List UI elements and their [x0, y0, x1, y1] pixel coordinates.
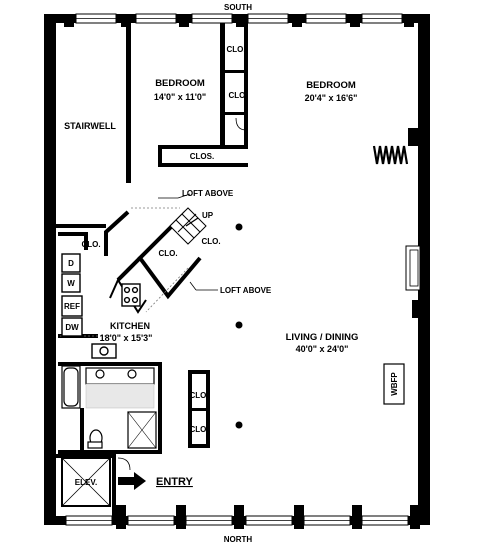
door-swings [117, 117, 247, 471]
appliances [61, 253, 141, 359]
bathroom-fixtures [61, 365, 157, 449]
stair [169, 207, 207, 245]
closet-living-2-label: CLO. [189, 425, 208, 434]
leader-lines [158, 193, 218, 291]
closet-stair-label: CLO. [201, 237, 220, 246]
compass-north: NORTH [224, 535, 253, 544]
living-name: LIVING / DINING [286, 332, 359, 343]
closet-bottom-label: CLOS. [190, 152, 214, 161]
closet-top-label: CLO. [226, 45, 245, 54]
bedroom2-name: BEDROOM [306, 80, 356, 91]
kitchen-name: KITCHEN [110, 321, 150, 331]
appliance-w: W [67, 279, 75, 288]
appliance-d: D [68, 259, 74, 268]
closet-living-1-label: CLO. [189, 391, 208, 400]
loft-above-1: LOFT ABOVE [182, 189, 234, 198]
living-dims: 40'0" x 24'0" [296, 344, 349, 354]
column-dots [235, 223, 243, 429]
stairwell-label: STAIRWELL [64, 121, 116, 131]
closet-left-label: CLO. [81, 240, 100, 249]
bedroom1-dims: 14'0" x 11'0" [154, 92, 206, 102]
compass-south: SOUTH [224, 3, 252, 12]
appliance-ref: REF [64, 302, 80, 311]
loft-above-2: LOFT ABOVE [220, 286, 272, 295]
closet-mid-label: CLO. [228, 91, 247, 100]
north-windows [65, 505, 420, 529]
entry-label: ENTRY [156, 476, 194, 488]
right-wall-features [383, 128, 422, 405]
appliance-dw: DW [65, 323, 79, 332]
wbfp-label: WBFP [390, 372, 399, 396]
interior-walls [56, 23, 248, 516]
entry-arrow-icon [118, 472, 146, 490]
elevator [61, 457, 111, 507]
bedroom2-dims: 20'4" x 16'6" [305, 93, 358, 103]
up-label: UP [202, 211, 214, 220]
elevator-label: ELEV. [75, 478, 97, 487]
kitchen-dims: 18'0" x 15'3" [100, 333, 153, 343]
bedroom1-name: BEDROOM [155, 78, 205, 89]
south-windows [64, 13, 414, 27]
radiator-icon [372, 145, 409, 165]
closet-kitchen-label: CLO. [158, 249, 177, 258]
